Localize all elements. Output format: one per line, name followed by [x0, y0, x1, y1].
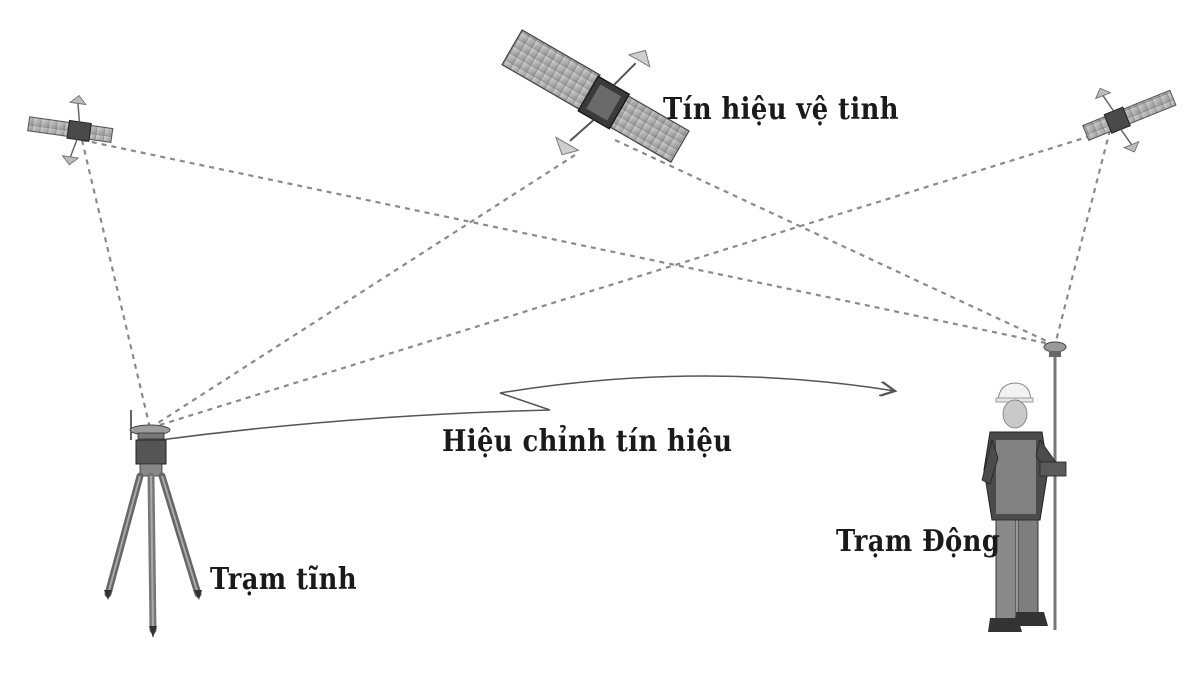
surveyor-with-gnss-pole-icon — [981, 341, 1067, 632]
tripod-gnss-receiver-icon — [104, 410, 202, 638]
signal-line — [1053, 129, 1112, 346]
signal-line — [81, 138, 1056, 347]
base-station-label: Trạm tĩnh — [210, 562, 358, 597]
signal-line — [149, 128, 1111, 430]
satellite-icon — [27, 94, 114, 166]
signal-lines — [80, 128, 1112, 430]
satellite-signal-label: Tín hiệu vệ tinh — [663, 92, 899, 127]
rover-station-label: Trạm Động — [836, 524, 1001, 559]
correction-signal-label: Hiệu chỉnh tín hiệu — [442, 424, 733, 459]
correction-signal-arrow — [159, 375, 895, 441]
signal-line — [80, 139, 152, 429]
satellite-icon — [501, 29, 690, 163]
signal-line — [614, 139, 1056, 346]
signal-line — [149, 154, 576, 429]
satellite-icon — [1082, 87, 1177, 153]
